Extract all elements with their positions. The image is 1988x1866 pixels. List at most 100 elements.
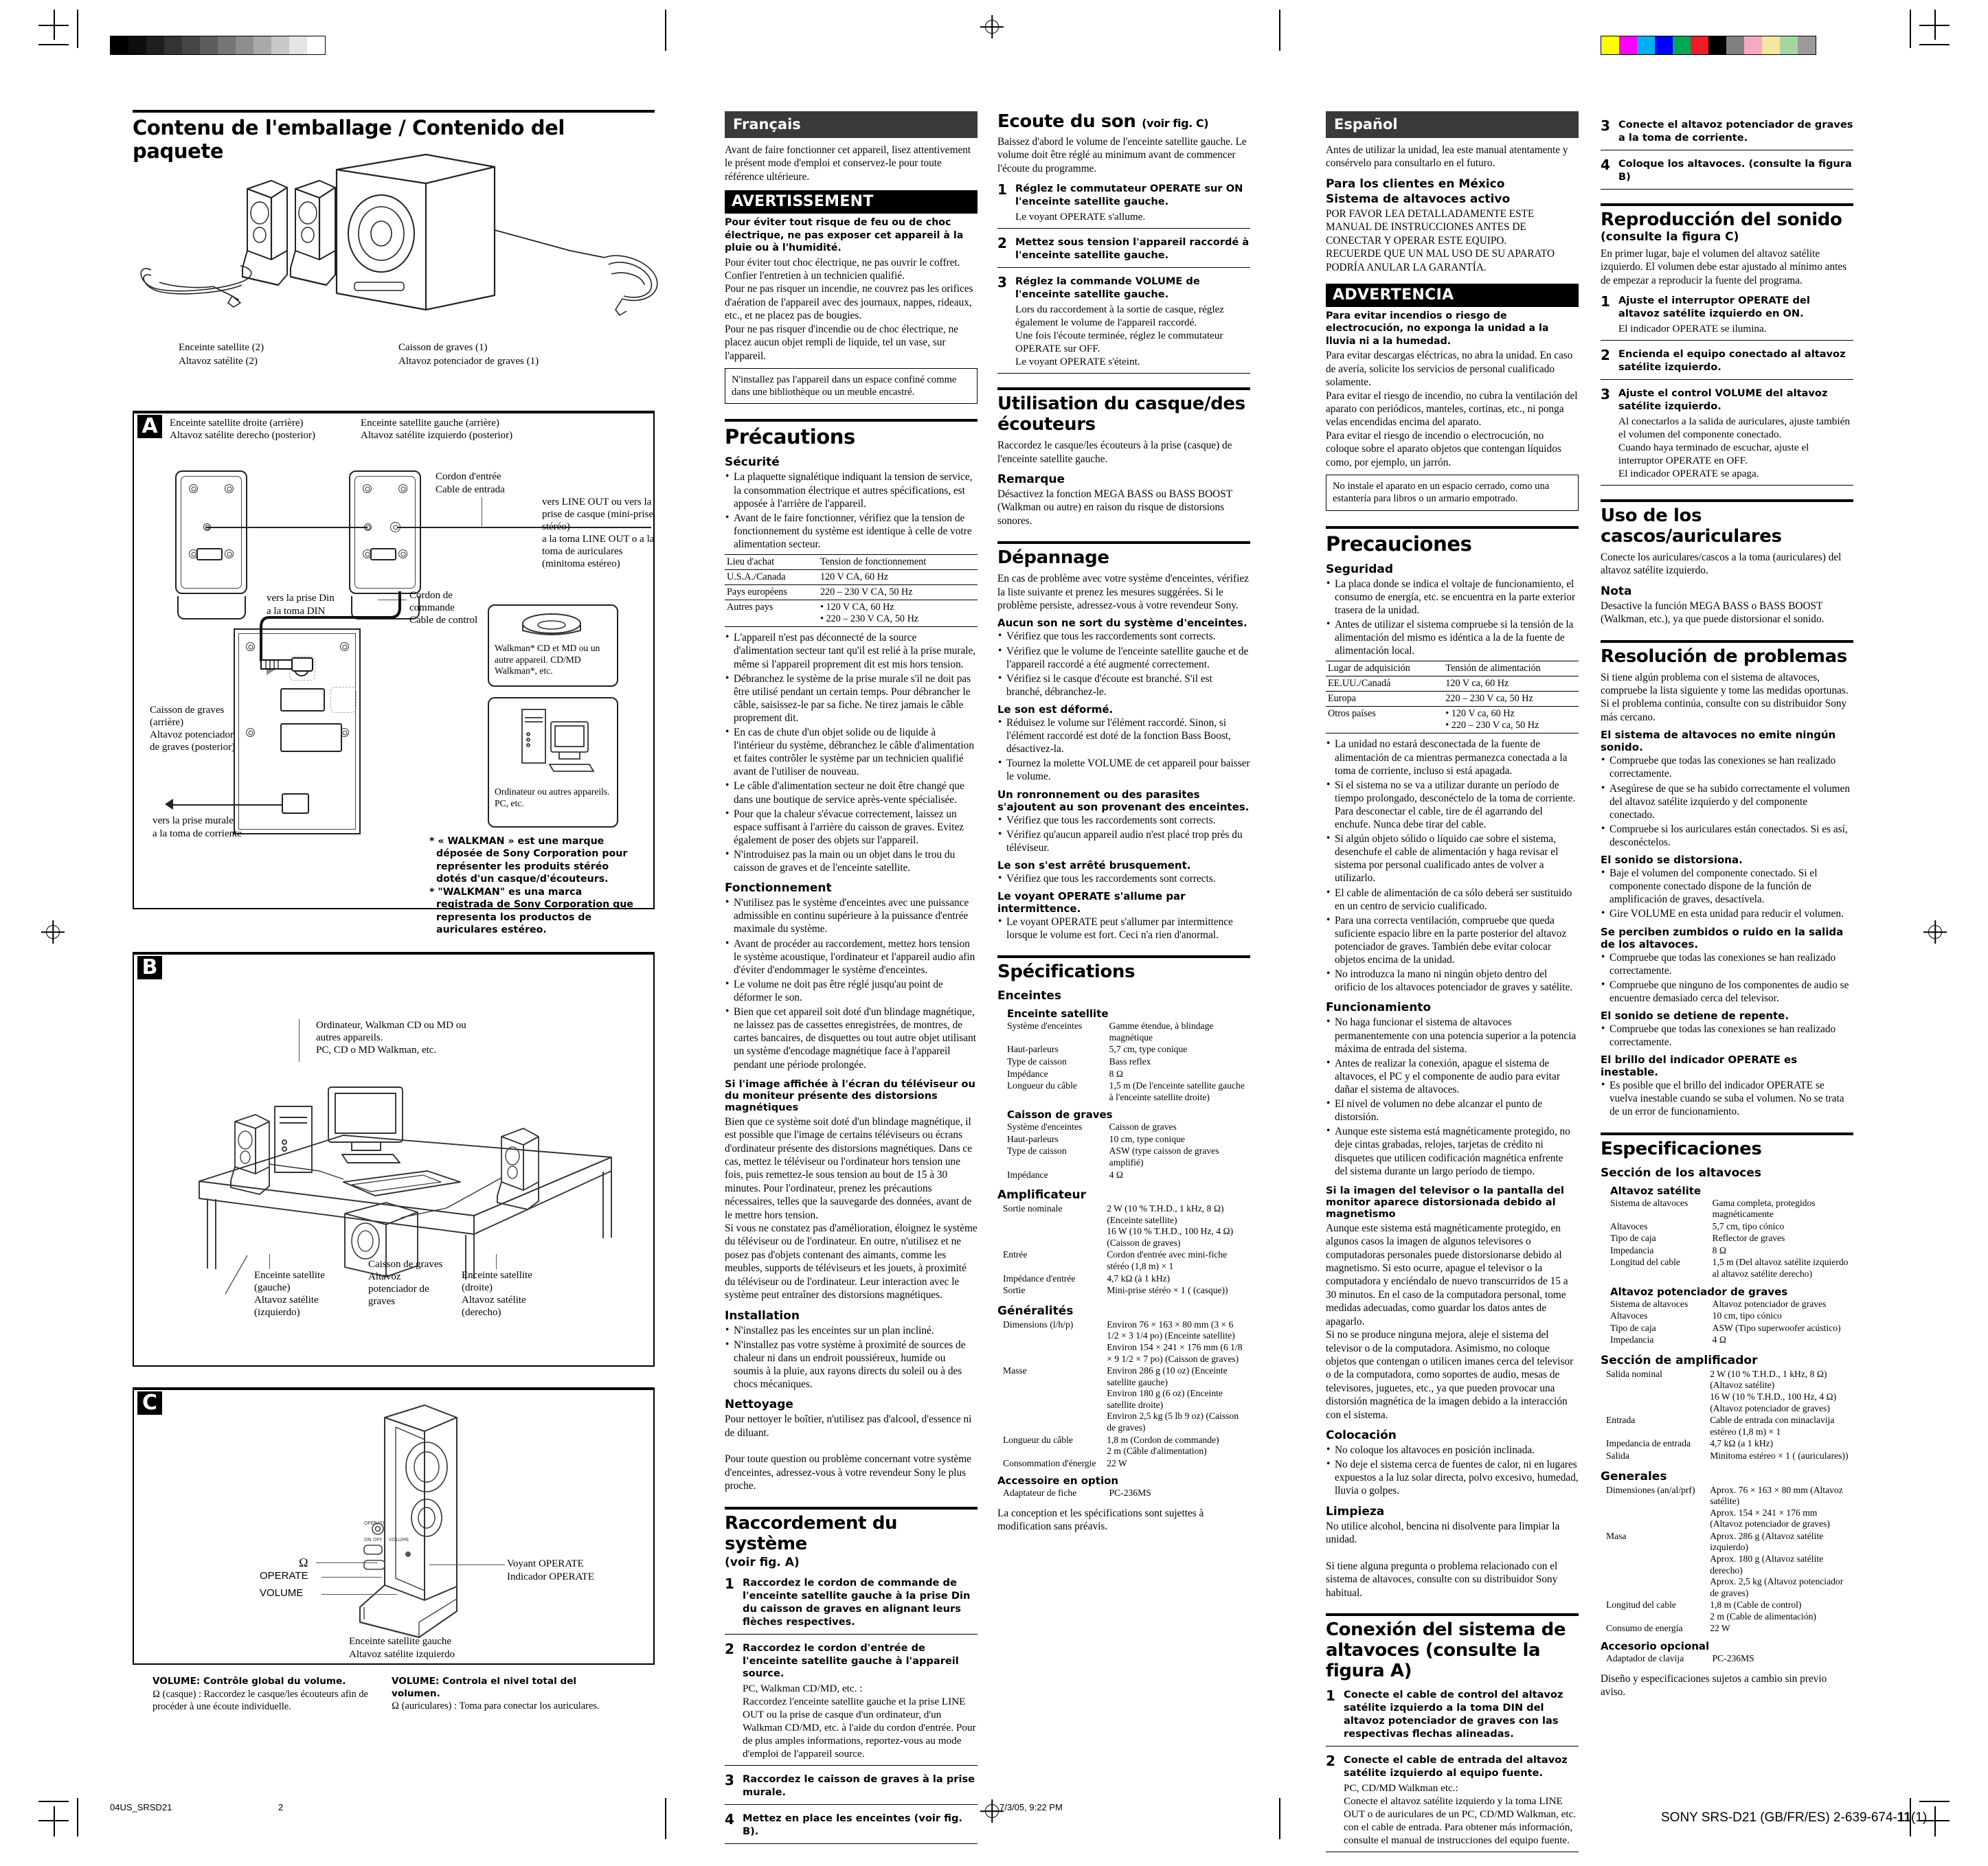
spec-row: Dimensiones (an/al/prf)Aprox. 76 × 163 ×… [1606, 1485, 1853, 1531]
step-lead: Coloque los altavoces. (consulte la figu… [1618, 157, 1852, 183]
spanish-conexion-steps-cont: 3 Conecte el altavoz potenciador de grav… [1601, 119, 1853, 190]
step-number: 4 [1601, 156, 1610, 173]
step-divider [997, 228, 1250, 229]
table-row: Autres pays• 120 V CA, 60 Hz • 220 – 230… [725, 600, 978, 628]
french-depannage-intro: En cas de problème avec votre système d'… [997, 573, 1249, 612]
step-number: 1 [1601, 293, 1610, 310]
figure-b-rule [133, 952, 655, 955]
french-trouble-list: Aucun son ne sort du système d'enceintes… [997, 617, 1250, 942]
spec-sub-title: Altavoz potenciador de graves [1610, 1285, 1788, 1298]
step-divider [1601, 379, 1853, 380]
figure-a-trademark-note: * « WALKMAN » est une marque déposée de … [429, 835, 635, 937]
french-warning-body: Pour éviter tout choc électrique, ne pas… [725, 256, 973, 362]
walkman-icon [514, 610, 589, 640]
spec-value: 4,7 kΩ (a 1 kHz) [1710, 1438, 1774, 1449]
crop-mark-tl-v [54, 10, 55, 40]
table-cell: Otros países [1326, 706, 1444, 734]
figure-c-operate-leader [321, 1577, 382, 1578]
figure-a-right-terminal [196, 548, 223, 560]
trouble-answer-item: Baje el volumen del componente conectado… [1601, 866, 1853, 906]
french-raccordement-title: Raccordement du système [725, 1512, 898, 1554]
crop-mark-br2-v [1910, 1798, 1911, 1836]
step-sub: PC, CD/MD Walkman etc.: Conecte el altav… [1344, 1782, 1577, 1846]
spec-group-title: Amplificateur [997, 1188, 1086, 1203]
figure-a-rule [133, 411, 655, 413]
french-fonctionnement-title: Fonctionnement [725, 881, 832, 896]
spec-key: Longueur du câble [1007, 1080, 1077, 1091]
figure-c-frame [133, 1390, 655, 1665]
spanish-distortion-title: Si la imagen del televisor o la pantalla… [1326, 1184, 1564, 1220]
step-text: Ajuste el control VOLUME del altavoz sat… [1618, 387, 1853, 480]
table-header-cell: Lieu d'achat [725, 554, 818, 571]
bullet-item: No introduzca la mano ni ningún objeto d… [1326, 967, 1579, 994]
spec-group-title: Sección de amplificador [1601, 1353, 1758, 1367]
table-cell: 220 – 230 V CA, 50 Hz [817, 584, 978, 601]
french-remarque-body: Désactivez la fonction MEGA BASS ou BASS… [997, 488, 1232, 527]
column-spanish-1: Español Antes de utilizar la unidad, lea… [1326, 111, 1579, 1852]
gray-swatch-7 [236, 36, 253, 54]
gray-swatch-10 [289, 36, 307, 54]
crop-mark-tr-v [1934, 10, 1936, 40]
spanish-warning-banner: ADVERTENCIA [1326, 283, 1579, 307]
spanish-reproduccion-title: Reproducción del sonido [1601, 209, 1842, 230]
step-lead: Raccordez le cordon de commande de l'enc… [743, 1576, 971, 1628]
french-distortion-title: Si l'image affichée à l'écran du télévis… [725, 1078, 975, 1113]
figure-a-input-cord-fr: Cordon d'entrée [436, 471, 501, 482]
bullet-item: N'utilisez pas le système d'enceintes av… [725, 896, 978, 935]
french-nettoyage-title: Nettoyage [725, 1398, 793, 1412]
trouble-answer-item: Vérifiez que tous les raccordements sont… [997, 872, 1250, 885]
figure-a-sub-label-plate [280, 723, 342, 752]
screw-icon [225, 549, 234, 558]
spec-value: Mini-prise stéréo × 1 ( (casque)) [1107, 1285, 1228, 1296]
svg-text:VOLUME: VOLUME [389, 1537, 409, 1543]
trouble-question: El sistema de altavoces no emite ningún … [1601, 729, 1836, 754]
figure-a-din-cable [227, 587, 433, 683]
table-cell: U.S.A./Canada [725, 569, 818, 586]
package-contents-illustration [131, 148, 673, 340]
spanish-accessory-title: Accesorio opcional [1601, 1640, 1710, 1653]
figure-a-sub-es: Altavoz potenciador de graves (posterior… [150, 729, 236, 753]
figure-a-subwoofer-body [234, 628, 361, 834]
spec-key: Tipo de caja [1610, 1322, 1656, 1333]
panel-guide-2-top [1279, 10, 1280, 51]
step-text: Réglez le commutateur OPERATE sur ON l'e… [1015, 183, 1250, 223]
page-title: Contenu de l'emballage / Contenido del p… [133, 116, 565, 163]
step-number: 3 [997, 274, 1007, 291]
spec-key: Impédance [1007, 1169, 1048, 1180]
step-lead: Ajuste el interruptor OPERATE del altavo… [1618, 295, 1810, 320]
bullet-item: No deje el sistema cerca de fuentes de c… [1326, 1457, 1579, 1497]
spec-key: Haut-parleurs [1007, 1133, 1059, 1144]
step-number: 2 [725, 1640, 734, 1657]
figure-a-wall-es: a la toma de corriente [153, 828, 242, 839]
bullet-item: Si algún objeto sólido o líquido cae sob… [1326, 832, 1579, 885]
headphone-icon: Ω [299, 1556, 308, 1569]
french-installation-bullets: N'installez pas les enceintes sur un pla… [725, 1323, 978, 1391]
bullet-item: En cas de chute d'un objet solide ou de … [725, 725, 978, 778]
figure-a-right-sat-label: Enceinte satellite droite (arrière) Alta… [170, 417, 376, 442]
bullet-item: N'introduisez pas la main ou un objet da… [725, 847, 978, 874]
figure-a-left-sat-label: Enceinte satellite gauche (arrière) Alta… [361, 417, 567, 442]
step-lead: Conecte el altavoz potenciador de graves… [1618, 119, 1853, 144]
french-casque-body: Raccordez le casque/les écouteurs à la p… [997, 440, 1232, 465]
figure-b-letter: B [137, 956, 162, 979]
french-installation-title: Installation [725, 1308, 800, 1323]
spanish-mexico-sub: Sistema de altavoces activo [1326, 192, 1511, 206]
figure-b-left-es: Altavoz satélite (izquierdo) [254, 1295, 319, 1318]
spec-key: Sistema de altavoces [1610, 1298, 1688, 1309]
trouble-answers: Baje el volumen del componente conectado… [1601, 866, 1853, 920]
step-lead: Conecte el cable de control del altavoz … [1344, 1689, 1563, 1740]
column-french-1: Français Avant de faire fonctionner cet … [725, 111, 978, 1845]
